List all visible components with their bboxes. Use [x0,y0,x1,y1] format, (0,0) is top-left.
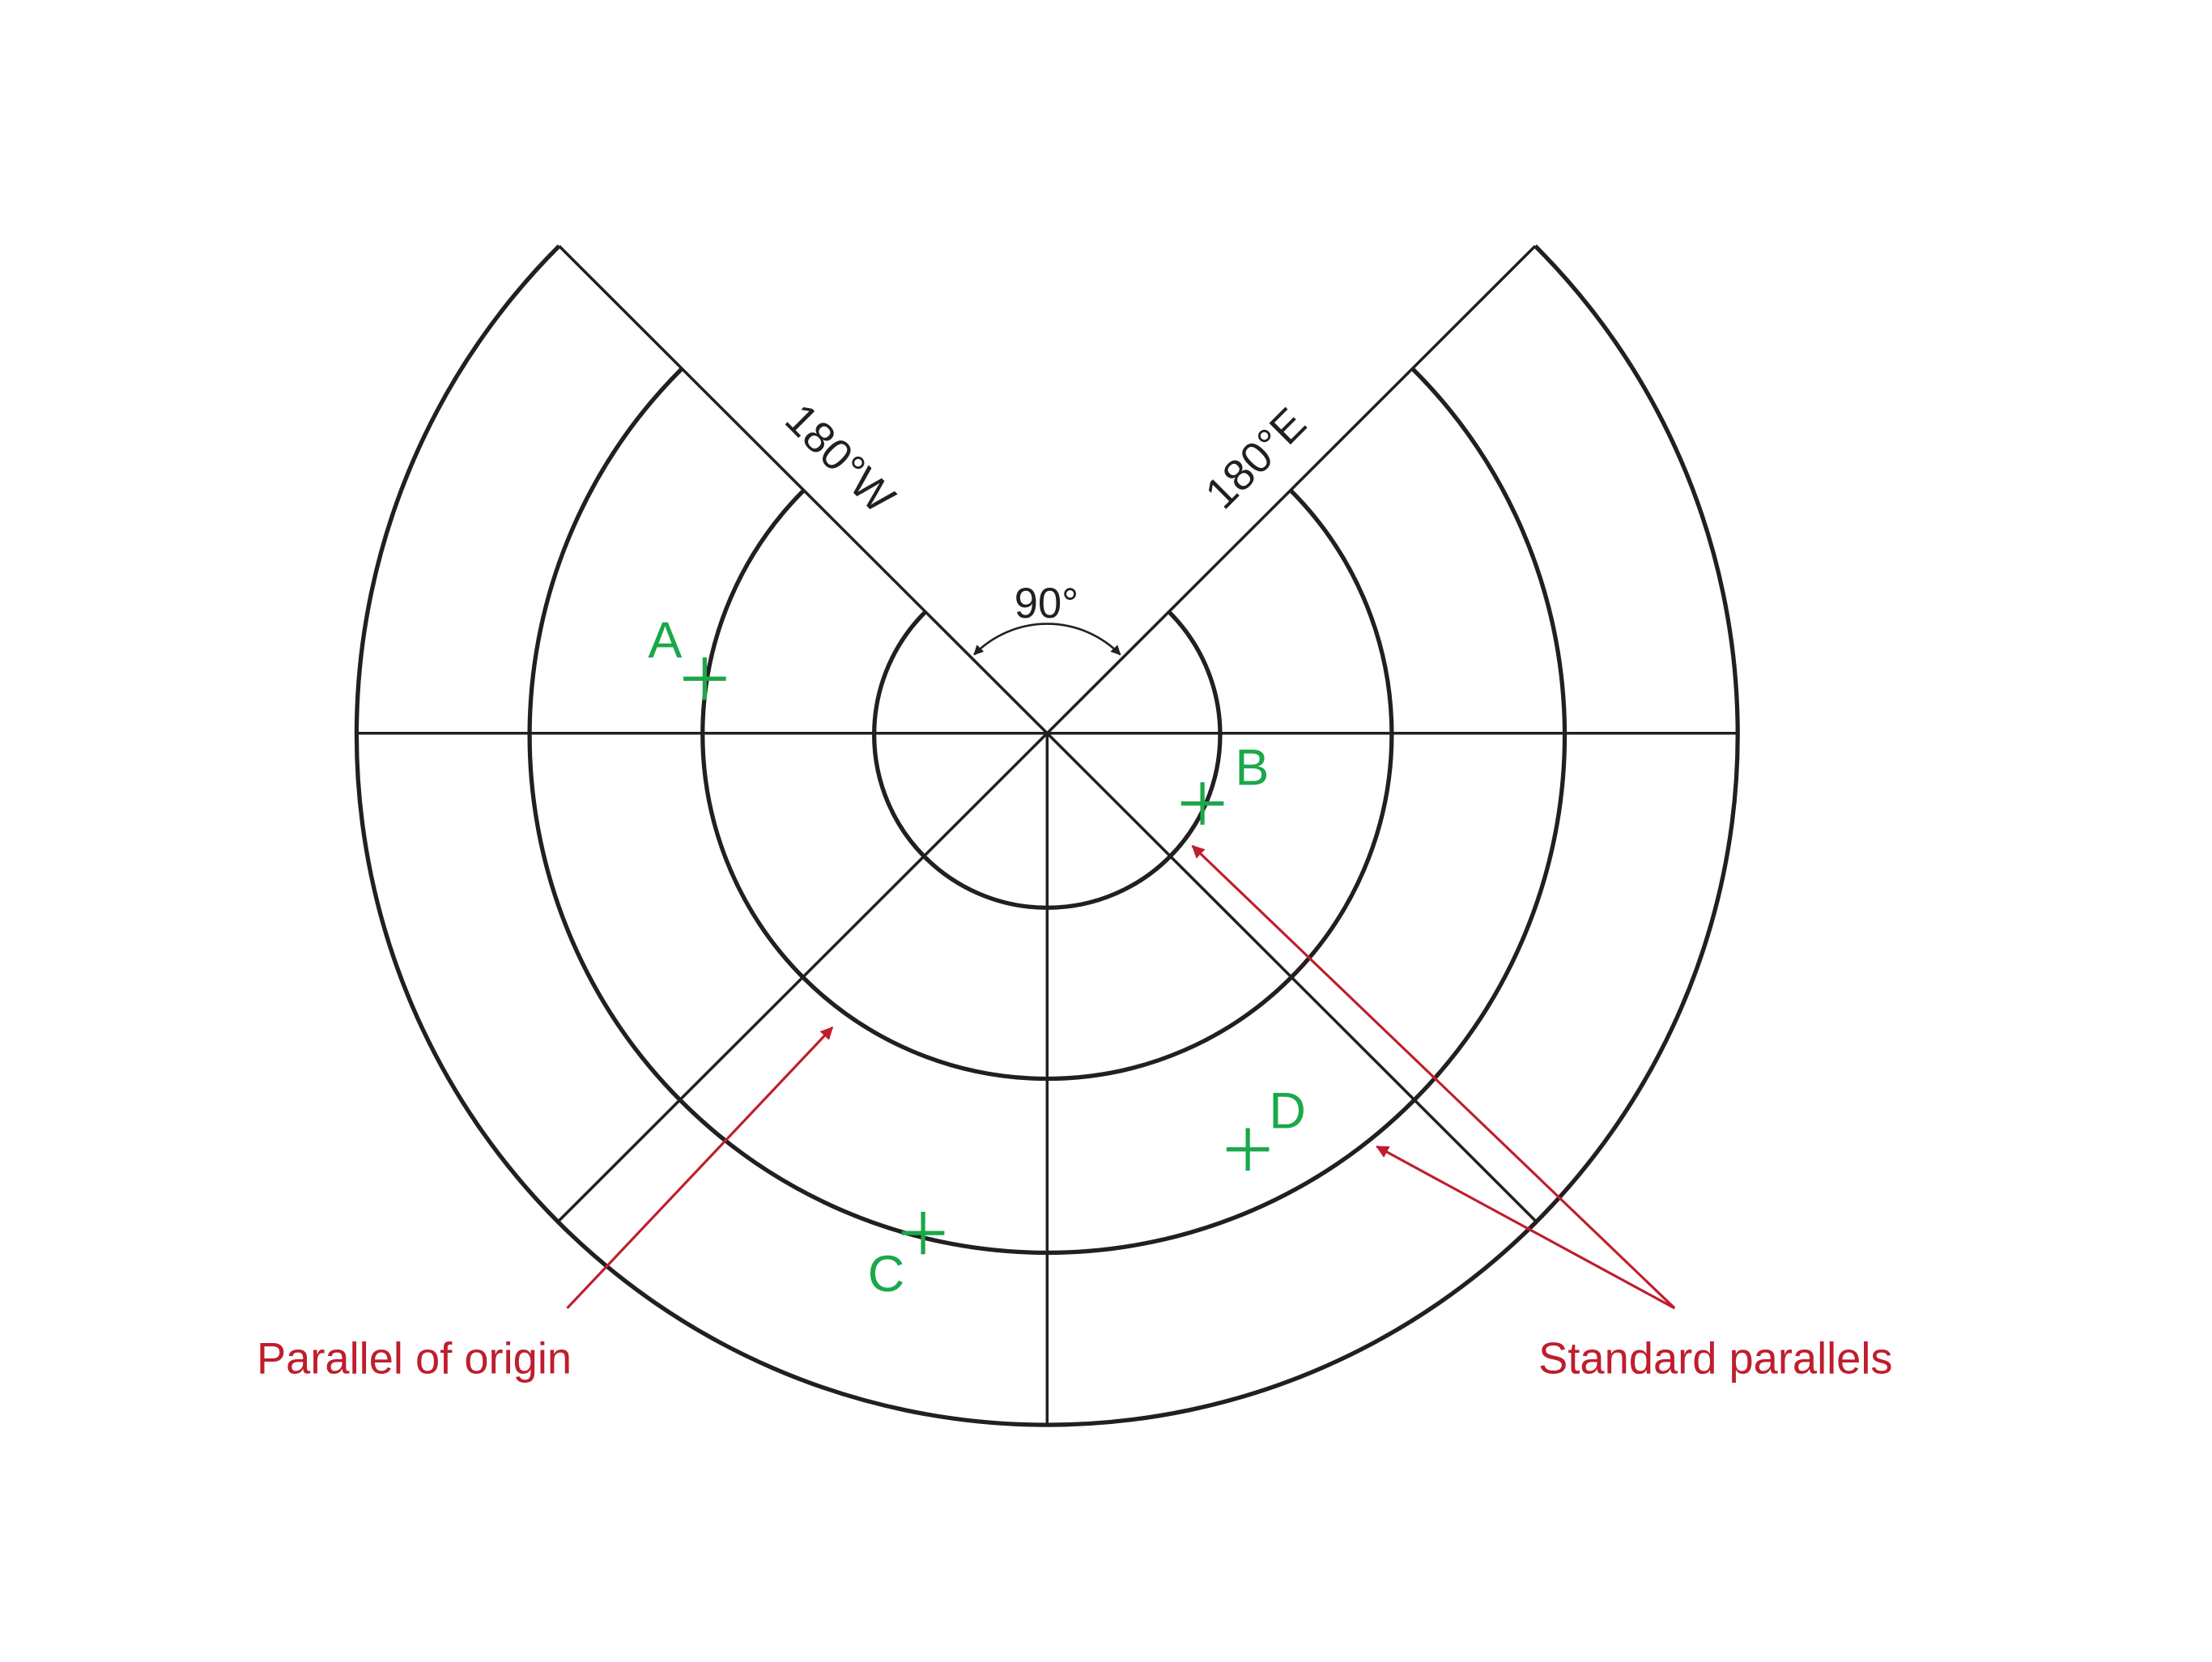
point-a-label: A [648,612,682,669]
point-labels: A B C D [648,612,1306,1303]
point-c-label: C [868,1246,905,1303]
angle-arc [973,623,1121,656]
meridian-label-west: 180°W [776,394,904,523]
standard-parallels-label: Standard parallels [1538,1333,1892,1383]
meridian-southwest [558,732,1049,1222]
meridian-180e [1046,244,1537,735]
parallel-of-origin-label: Parallel of origin [257,1333,572,1383]
point-b-marker [1180,782,1224,825]
point-b-label: B [1235,740,1269,797]
point-d-marker [1226,1128,1270,1171]
meridian-southeast [1046,732,1537,1222]
standard-parallel-arrow-outer [1376,1145,1676,1310]
graticule [354,244,1740,1427]
point-a-marker [683,657,726,700]
point-d-label: D [1269,1083,1306,1140]
points [683,657,1270,1255]
angle-label: 90° [1015,580,1078,627]
point-c-marker [901,1211,945,1255]
meridian-180w [558,244,1049,735]
parallel-ring-4 [354,244,1740,1427]
annotation-arrows [566,844,1676,1310]
parallel-of-origin-arrow [566,1027,834,1310]
standard-parallel-arrow-inner [1191,844,1676,1310]
